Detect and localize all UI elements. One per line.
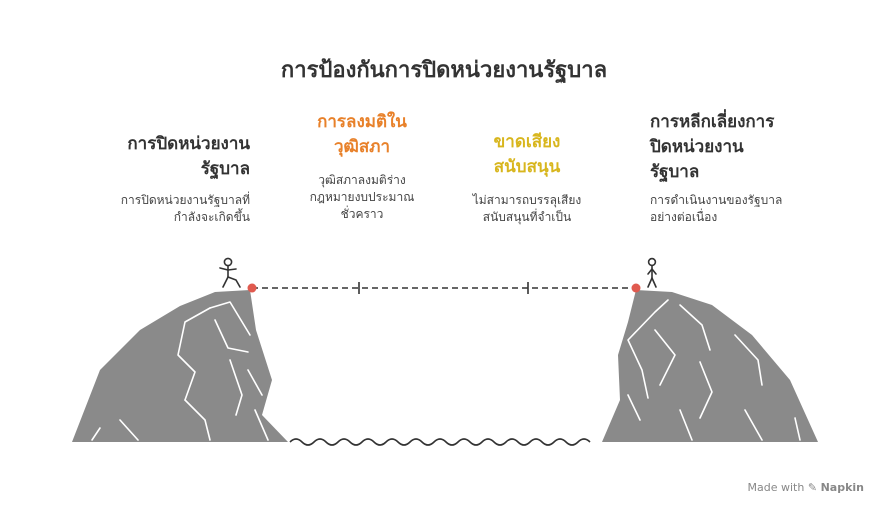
section-2-description-line-2: กฎหมายงบประมาณ — [309, 190, 415, 204]
right-cliff — [602, 290, 818, 442]
section-2-heading: การลงมติใน วุฒิสภา — [282, 110, 442, 160]
section-1-description-line-1: การปิดหน่วยงานรัฐบาลที่ — [120, 193, 250, 207]
section-4-heading-line-1: การหลีกเลี่ยงการ — [650, 112, 775, 132]
section-1-heading-line-2: รัฐบาล — [200, 159, 250, 179]
diagram-title: การป้องกันการปิดหน่วยงานรัฐบาล — [280, 58, 608, 83]
section-4-description: การดำเนินงานของรัฐบาล อย่างต่อเนื่อง — [650, 192, 860, 226]
section-4-description-line-2: อย่างต่อเนื่อง — [650, 210, 718, 224]
section-2-description-line-1: วุฒิสภาลงมติร่าง — [318, 173, 406, 187]
section-1-description-line-2: กำลังจะเกิดขึ้น — [173, 210, 250, 224]
section-4-heading: การหลีกเลี่ยงการ ปิดหน่วยงาน รัฐบาล — [650, 110, 860, 185]
section-4-heading-line-3: รัฐบาล — [650, 162, 700, 182]
section-3-description: ไม่สามารถบรรลุเสียง สนับสนุนที่จำเป็น — [447, 192, 607, 226]
stick-figure-stepping-icon — [219, 257, 241, 288]
water-waves — [289, 438, 591, 446]
section-1-heading-line-1: การปิดหน่วยงาน — [127, 134, 250, 154]
napkin-brand: Napkin — [820, 481, 864, 494]
napkin-icon: ✎ — [807, 481, 818, 494]
right-anchor-dot — [631, 283, 641, 293]
section-4-heading-line-2: ปิดหน่วยงาน — [650, 137, 744, 157]
section-2-heading-line-1: การลงมติใน — [317, 112, 407, 132]
section-1-heading: การปิดหน่วยงาน รัฐบาล — [40, 132, 250, 182]
section-4-description-line-1: การดำเนินงานของรัฐบาล — [650, 193, 783, 207]
made-with-label: Made with — [747, 481, 805, 494]
left-anchor-dot — [247, 283, 257, 293]
section-3-description-line-1: ไม่สามารถบรรลุเสียง — [472, 193, 582, 207]
section-3-description-line-2: สนับสนุนที่จำเป็น — [482, 210, 572, 224]
left-cliff — [72, 290, 288, 442]
section-3-heading-line-1: ขาดเสียง — [493, 132, 561, 152]
section-2-description-line-3: ชั่วคราว — [340, 207, 384, 221]
section-2-heading-line-2: วุฒิสภา — [333, 137, 391, 157]
section-3-heading-line-2: สนับสนุน — [493, 157, 561, 177]
stick-figure-standing-icon — [647, 257, 657, 288]
section-1-description: การปิดหน่วยงานรัฐบาลที่ กำลังจะเกิดขึ้น — [40, 192, 250, 226]
made-with-napkin-badge[interactable]: Made with ✎ Napkin — [748, 481, 864, 494]
section-2-description: วุฒิสภาลงมติร่าง กฎหมายงบประมาณ ชั่วคราว — [282, 172, 442, 223]
section-3-heading: ขาดเสียง สนับสนุน — [447, 130, 607, 180]
